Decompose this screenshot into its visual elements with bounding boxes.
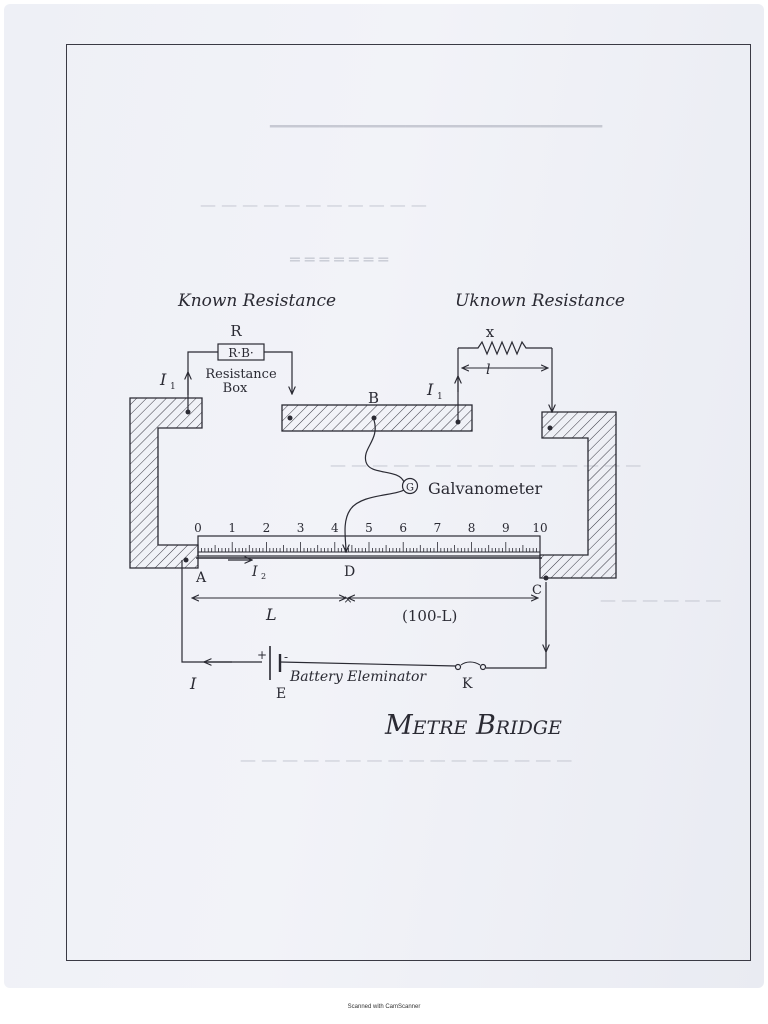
r-label: R — [230, 322, 242, 340]
bleed-through-line: ═ ═ ═ ═ ═ ═ ═ — [290, 250, 388, 269]
scale-number: 0 — [194, 521, 202, 535]
i1-left-label: I — [159, 370, 167, 389]
metre-scale — [196, 535, 542, 559]
terminal-b-left — [287, 415, 293, 421]
i1-left-sub: 1 — [170, 382, 176, 392]
key-k — [460, 661, 481, 666]
left-copper-strip — [129, 397, 203, 569]
c-label: C — [532, 583, 542, 598]
l-small-label: l — [486, 362, 490, 378]
b-label: B — [368, 389, 379, 407]
terminal-right — [547, 425, 553, 431]
battery-plus: + — [257, 648, 267, 662]
bleed-through-line: — — — — — — — [600, 590, 722, 609]
rb-right-wire — [264, 351, 292, 394]
d-label: D — [344, 564, 355, 580]
i1-right-sub: 1 — [437, 392, 443, 402]
bleed-through-line: ▔▔▔▔▔▔▔▔▔▔▔▔▔▔▔▔▔▔▔▔▔▔▔▔▔▔▔ — [270, 125, 603, 144]
key-contact-left — [454, 663, 462, 671]
scale-number: 5 — [365, 521, 373, 535]
unknown-resistor — [458, 340, 552, 356]
page-border — [66, 44, 751, 961]
galvanometer-symbol — [401, 477, 419, 495]
circuit-left-wire — [181, 560, 262, 663]
scale-number: 8 — [468, 521, 476, 535]
scanner-footer: Scanned with CamScanner — [347, 1004, 421, 1010]
resistance-box-label-1: Resistance — [205, 367, 277, 382]
circuit-right-wire — [279, 661, 457, 667]
i2-sub: 2 — [261, 572, 266, 581]
bleed-through-line: — — — — — — — — — — — — — — — — — [240, 750, 573, 769]
circuit-return-wire — [486, 582, 547, 669]
terminal-b-right — [455, 419, 461, 425]
battery-eliminator-label: Battery Eleminator — [289, 669, 427, 685]
k-label: K — [462, 676, 473, 692]
scale-number: 3 — [297, 521, 305, 535]
scale-number: 7 — [434, 521, 442, 535]
scale-number: 1 — [228, 521, 236, 535]
galvanometer-g: G — [406, 483, 414, 494]
terminal-left — [185, 409, 191, 415]
scale-numbers: 0 1 2 3 4 5 6 7 8 9 10 — [194, 521, 547, 535]
i1-right-label: I — [426, 380, 434, 399]
terminal-b-centre — [371, 415, 377, 421]
jockey-cross: × — [343, 593, 352, 606]
middle-copper-strip — [281, 404, 473, 432]
L-label: L — [265, 605, 277, 624]
x-label: x — [486, 323, 495, 341]
known-resistance-label: Known Resistance — [177, 291, 336, 311]
resistance-box-label-2: Box — [223, 381, 248, 396]
bleed-through-line: — — — — — — — — — — — — [200, 195, 427, 214]
galvanometer-wire — [345, 419, 405, 552]
right-copper-strip — [539, 411, 617, 579]
hundred-minus-l-label: (100-L) — [402, 607, 457, 625]
scale-number: 10 — [532, 521, 547, 535]
battery-minus: - — [284, 650, 288, 664]
a-label: A — [195, 570, 207, 586]
scale-number: 2 — [263, 521, 271, 535]
rb-label: R·B· — [228, 346, 253, 360]
e-label: E — [276, 686, 286, 702]
scale-number: 4 — [331, 521, 339, 535]
bleed-through-line: — — — — — — — — — — — — — — — — [330, 455, 642, 474]
point-a-dot — [183, 557, 189, 563]
i2-label: I — [251, 564, 258, 580]
scale-number: 9 — [502, 521, 510, 535]
galvanometer-label: Galvanometer — [428, 479, 542, 498]
i-bottom-label: I — [189, 674, 197, 693]
scale-number: 6 — [399, 521, 407, 535]
diagram-title: Metre Bridge — [384, 710, 562, 741]
unknown-resistance-label: Uknown Resistance — [455, 291, 625, 311]
key-contact-right — [479, 663, 487, 671]
point-c-dot — [543, 575, 549, 581]
